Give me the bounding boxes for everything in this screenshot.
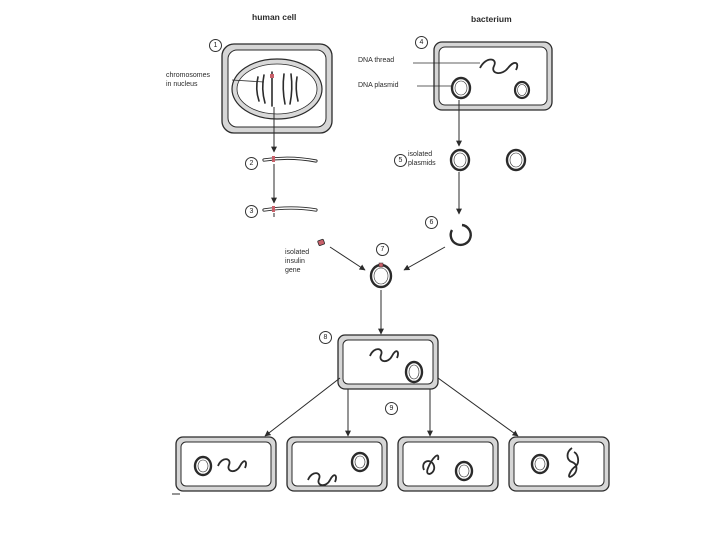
step-4-marker: 4 bbox=[415, 36, 428, 49]
division-arrows bbox=[264, 377, 519, 437]
step-3-marker: 3 bbox=[245, 205, 258, 218]
step-6-marker: 6 bbox=[425, 216, 438, 229]
bacterial-dna-thread bbox=[479, 58, 519, 74]
nucleus bbox=[231, 58, 323, 120]
daughter-bacterium-1 bbox=[175, 436, 277, 492]
step-2-marker: 2 bbox=[245, 157, 258, 170]
bacterial-plasmids bbox=[450, 76, 531, 100]
step-8-marker: 8 bbox=[319, 331, 332, 344]
cut-plasmid bbox=[449, 223, 472, 247]
recombinant-plasmid bbox=[369, 262, 393, 289]
chromosome-strand-2 bbox=[262, 156, 318, 163]
daughter-bacterium-2 bbox=[286, 436, 388, 492]
isolated-plasmids-line1: isolated bbox=[408, 151, 433, 158]
isolated-gene-line3: gene bbox=[285, 267, 301, 274]
recombinant-bacterium bbox=[337, 334, 439, 390]
isolated-plasmids-line2: plasmids bbox=[408, 160, 436, 167]
daughter-bacterium-3 bbox=[397, 436, 499, 492]
dna-thread-label: DNA thread bbox=[358, 57, 395, 64]
bacterium-arrows bbox=[403, 100, 462, 271]
step-7-marker: 7 bbox=[376, 243, 389, 256]
human-cell-arrows bbox=[271, 107, 366, 271]
insulin-gene-marker bbox=[270, 74, 274, 78]
chromosomes bbox=[255, 71, 299, 107]
chromosomes-label: chromosomes in nucleus bbox=[166, 71, 210, 89]
isolated-gene-line1: isolated bbox=[285, 249, 310, 256]
step-9-marker: 9 bbox=[385, 402, 398, 415]
chromosomes-label-line1: chromosomes bbox=[166, 72, 210, 79]
isolated-gene-label: isolated insulin gene bbox=[285, 248, 309, 275]
dna-plasmid-label: DNA plasmid bbox=[358, 82, 399, 89]
chromosomes-label-line2: in nucleus bbox=[166, 81, 198, 88]
step-1-marker: 1 bbox=[209, 39, 222, 52]
chromosome-strand-3 bbox=[262, 206, 318, 212]
leader-lines bbox=[231, 62, 480, 87]
bacterium bbox=[433, 41, 553, 111]
isolated-insulin-gene bbox=[317, 238, 325, 246]
isolated-gene-line2: insulin bbox=[285, 258, 305, 265]
step-5-marker: 5 bbox=[394, 154, 407, 167]
isolated-plasmids-label: isolated plasmids bbox=[408, 150, 436, 168]
daughter-bacterium-4 bbox=[508, 436, 610, 492]
human-cell-title: human cell bbox=[252, 12, 297, 22]
bacterium-title: bacterium bbox=[471, 14, 512, 24]
isolated-plasmids bbox=[449, 148, 527, 172]
